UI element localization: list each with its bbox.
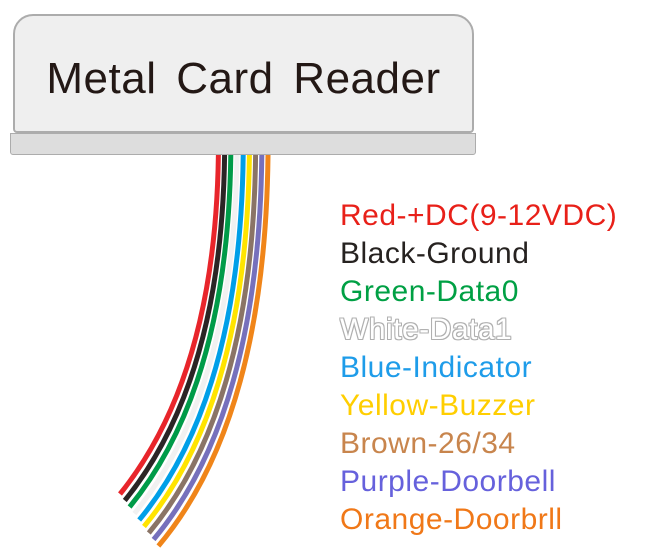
legend-line-purple: Purple-Doorbell (340, 465, 556, 498)
wire-blue (137, 139, 246, 522)
card-reader-bottom-strip (10, 133, 476, 155)
reader-title: Metal Card Reader (46, 53, 441, 103)
card-reader-body: Metal Card Reader (13, 14, 474, 133)
legend-line-white: White-Data1 (340, 313, 513, 346)
wire-red (118, 139, 221, 496)
legend-line-blue: Blue-Indicator (340, 351, 533, 384)
wire-green (127, 139, 234, 509)
wire-brown (146, 139, 259, 535)
legend-line-brown: Brown-26/34 (340, 427, 516, 460)
legend-line-orange: Orange-Doorbrll (340, 503, 563, 536)
wire-orange (156, 139, 271, 548)
wire-yellow (142, 139, 252, 529)
wire-purple (151, 139, 265, 542)
wire-legend: Red-+DC(9-12VDC) Black-Ground Green-Data… (340, 197, 617, 539)
legend-line-green: Green-Data0 (340, 275, 519, 308)
legend-line-black: Black-Ground (340, 237, 530, 270)
legend-line-red: Red-+DC(9-12VDC) (340, 199, 618, 232)
legend-line-yellow: Yellow-Buzzer (340, 389, 536, 422)
wire-white (132, 139, 240, 516)
wire-black (122, 139, 228, 503)
